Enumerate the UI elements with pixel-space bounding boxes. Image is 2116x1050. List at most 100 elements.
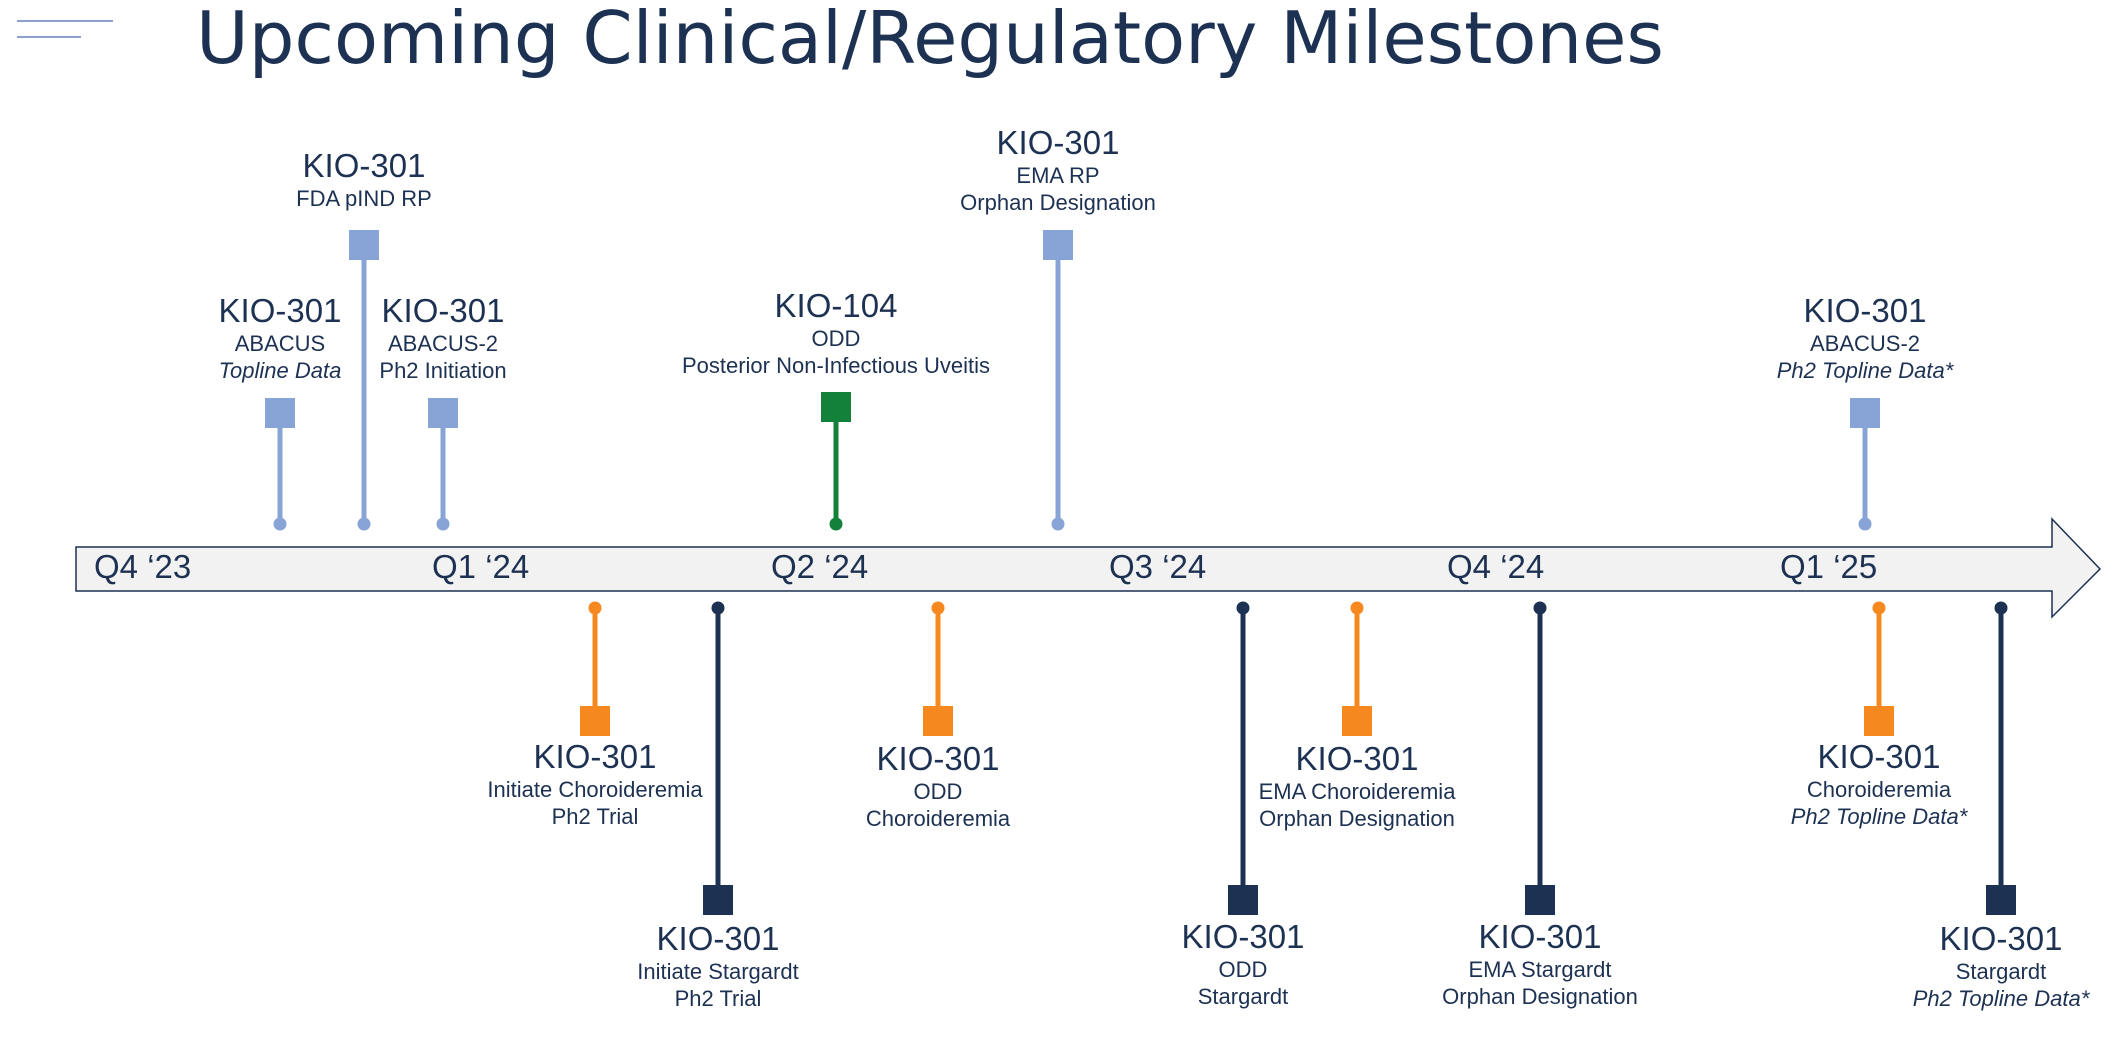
quarter-label: Q4 ‘24 — [1447, 548, 1545, 585]
milestone-dot — [357, 517, 371, 531]
milestone-dot — [273, 517, 287, 531]
milestone-heading: KIO-301 — [381, 292, 505, 329]
milestone-stem — [277, 418, 283, 524]
milestone-stem — [1055, 250, 1061, 524]
milestone-detail: Orphan Designation — [1442, 984, 1638, 1009]
quarter-label: Q1 ‘24 — [432, 548, 530, 585]
milestone-detail: EMA RP — [1016, 163, 1100, 188]
milestone-marker — [703, 885, 733, 915]
milestone-detail: Topline Data — [218, 358, 342, 383]
milestone-detail: Choroideremia — [1806, 777, 1952, 802]
milestone-detail: Initiate Stargardt — [637, 959, 799, 984]
milestone-stem — [1354, 608, 1360, 716]
milestone-detail: Orphan Designation — [960, 190, 1156, 215]
milestone-dot — [1236, 601, 1250, 615]
milestone-marker — [265, 398, 295, 428]
milestone-heading: KIO-301 — [1817, 738, 1941, 775]
timeline-arrow — [75, 517, 2102, 619]
milestone-stem — [1998, 608, 2004, 895]
milestone-marker — [1228, 885, 1258, 915]
milestone-detail: Ph2 Initiation — [379, 358, 507, 383]
milestone-stem — [1862, 418, 1868, 524]
quarter-label: Q3 ‘24 — [1109, 548, 1207, 585]
milestone-heading: KIO-301 — [1803, 292, 1927, 329]
page-title: Upcoming Clinical/Regulatory Milestones — [196, 0, 1664, 80]
milestone-heading: KIO-301 — [1939, 920, 2063, 957]
quarter-label: Q4 ‘23 — [94, 548, 192, 585]
milestone-dot — [1858, 517, 1872, 531]
milestone-stem — [592, 608, 598, 716]
milestone-heading: KIO-301 — [302, 147, 426, 184]
milestone-marker — [923, 706, 953, 736]
milestone-dot — [1350, 601, 1364, 615]
milestone-detail: Initiate Choroideremia — [487, 777, 703, 802]
milestone-detail: ABACUS — [234, 331, 326, 356]
milestone-dot — [829, 517, 843, 531]
milestone-dot — [1872, 601, 1886, 615]
milestone-detail: Stargardt — [1197, 984, 1289, 1009]
milestone-heading: KIO-301 — [218, 292, 342, 329]
milestone-detail: Ph2 Topline Data* — [1776, 358, 1954, 383]
milestone-stem — [1537, 608, 1543, 895]
milestone-detail: ABACUS-2 — [387, 331, 499, 356]
milestone-marker — [1525, 885, 1555, 915]
milestone-dot — [931, 601, 945, 615]
milestone-marker — [580, 706, 610, 736]
milestone-detail: Orphan Designation — [1259, 806, 1455, 831]
quarter-label: Q2 ‘24 — [771, 548, 869, 585]
milestone-detail: Choroideremia — [865, 806, 1011, 831]
milestone-detail: Ph2 Trial — [674, 986, 762, 1011]
milestone-heading: KIO-104 — [774, 287, 898, 324]
milestone-marker — [428, 398, 458, 428]
milestone-detail: Stargardt — [1955, 959, 2047, 984]
milestone-detail: ODD — [913, 779, 963, 804]
milestone-heading: KIO-301 — [656, 920, 780, 957]
milestone-stem — [1240, 608, 1246, 895]
milestone-dot — [1994, 601, 2008, 615]
milestone-detail: Ph2 Topline Data* — [1790, 804, 1968, 829]
quarter-label: Q1 ‘25 — [1780, 548, 1878, 585]
milestone-stem — [833, 412, 839, 524]
milestone-marker — [1986, 885, 2016, 915]
milestone-detail: Posterior Non-Infectious Uveitis — [681, 353, 991, 378]
milestone-marker — [1850, 398, 1880, 428]
milestone-detail: ODD — [811, 326, 861, 351]
milestone-heading: KIO-301 — [1181, 918, 1305, 955]
milestone-detail: Ph2 Topline Data* — [1912, 986, 2090, 1011]
milestone-dot — [588, 601, 602, 615]
title-decoration-line — [17, 20, 113, 22]
milestone-marker — [1864, 706, 1894, 736]
title-decoration-line — [17, 36, 81, 38]
milestone-marker — [1342, 706, 1372, 736]
milestone-stem — [361, 250, 367, 524]
milestone-marker — [349, 230, 379, 260]
milestone-heading: KIO-301 — [1295, 740, 1419, 777]
milestone-marker — [1043, 230, 1073, 260]
milestone-detail: EMA Choroideremia — [1258, 779, 1456, 804]
milestone-dot — [1051, 517, 1065, 531]
milestone-heading: KIO-301 — [996, 124, 1120, 161]
milestone-detail: FDA pIND RP — [296, 186, 432, 211]
milestone-dot — [1533, 601, 1547, 615]
milestone-stem — [715, 608, 721, 895]
milestone-stem — [440, 418, 446, 524]
milestone-detail: ODD — [1218, 957, 1268, 982]
milestone-marker — [821, 392, 851, 422]
milestone-detail: ABACUS-2 — [1809, 331, 1921, 356]
milestone-dot — [436, 517, 450, 531]
